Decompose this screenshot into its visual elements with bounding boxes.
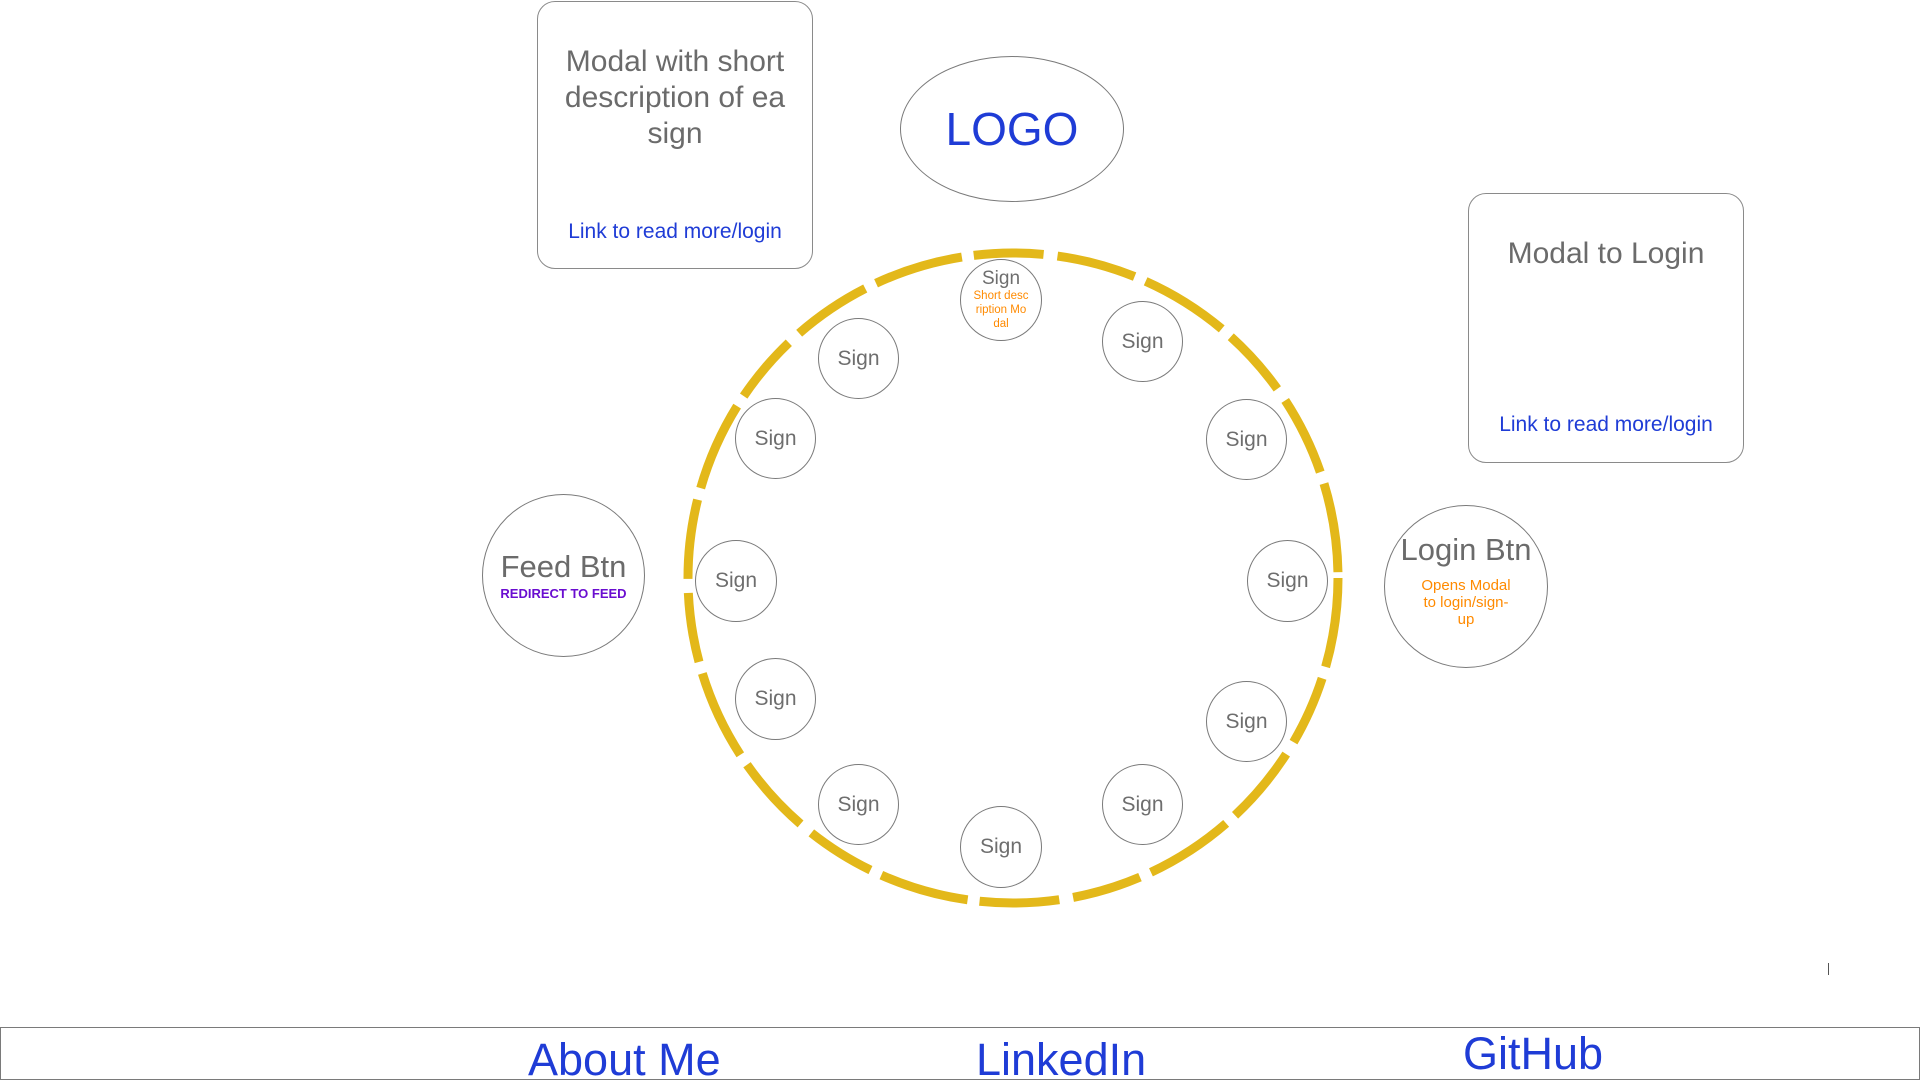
sign-label: Sign [837,792,880,816]
login-modal: Modal to Login Link to read more/login [1468,193,1744,463]
login-button-note: Opens Modal to login/sign-up [1421,577,1511,628]
sign-label: Sign [1225,709,1268,733]
login-button[interactable]: Login Btn Opens Modal to login/sign-up [1384,505,1548,668]
sign-label: Sign [754,687,797,710]
sign-label: Sign [979,835,1023,858]
sign-label: Sign [1121,329,1164,353]
sign-label: Sign [837,346,880,370]
logo-text: LOGO [945,103,1079,155]
text-cursor-mark [1828,963,1829,975]
sign-label: Sign [981,268,1021,289]
sign-note: Short description Modal [973,290,1029,330]
footer-about-link[interactable]: About Me [528,1034,721,1080]
sign-circle[interactable]: Sign [818,318,899,399]
sign-circle[interactable]: Sign [735,658,816,740]
feed-button-label: Feed Btn [500,549,627,584]
sign-circle-top[interactable]: Sign Short description Modal [960,259,1042,341]
zodiac-ring-dashed-circle [683,248,1343,908]
login-modal-title: Modal to Login [1507,237,1705,270]
sign-circle[interactable]: Sign [1247,540,1328,622]
footer: About Me LinkedIn GitHub [0,1027,1920,1080]
sign-description-modal: Modal with short description of ea sign … [537,1,813,269]
sign-circle[interactable]: Sign [1102,301,1183,382]
sign-label: Sign [1266,569,1309,592]
sign-circle[interactable]: Sign [960,806,1042,888]
login-modal-link[interactable]: Link to read more/login [1499,413,1713,436]
footer-github-link[interactable]: GitHub [1463,1028,1604,1079]
sign-circle[interactable]: Sign [1102,764,1183,845]
sign-circle[interactable]: Sign [735,398,816,479]
sign-circle[interactable]: Sign [1206,399,1287,480]
sign-label: Sign [754,426,797,450]
login-button-label: Login Btn [1400,532,1532,567]
sign-circle[interactable]: Sign [695,540,777,622]
feed-button[interactable]: Feed Btn REDIRECT TO FEED [482,494,645,657]
sign-modal-link[interactable]: Link to read more/login [568,220,782,243]
sign-modal-title: Modal with short description of ea sign [564,45,786,150]
sign-label: Sign [714,569,758,592]
sign-circle[interactable]: Sign [818,764,899,845]
logo: LOGO [900,56,1124,202]
footer-linkedin-link[interactable]: LinkedIn [976,1034,1147,1080]
sign-label: Sign [1225,427,1268,451]
sign-label: Sign [1121,792,1164,816]
feed-button-note: REDIRECT TO FEED [500,586,627,601]
sign-circle[interactable]: Sign [1206,681,1287,762]
